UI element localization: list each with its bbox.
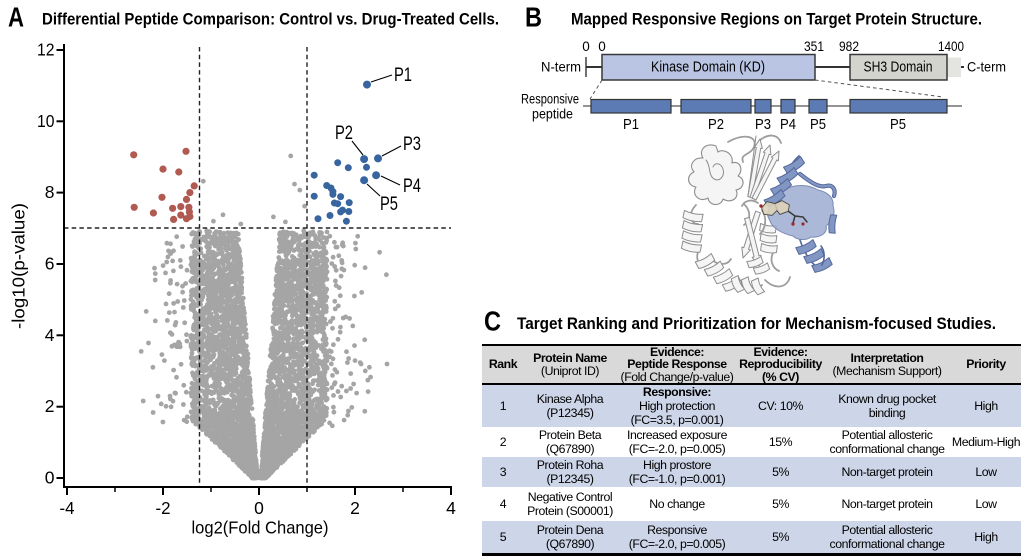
svg-text:Differential Peptide Compariso: Differential Peptide Comparison: Control…: [42, 10, 499, 29]
svg-text:A: A: [8, 2, 24, 33]
